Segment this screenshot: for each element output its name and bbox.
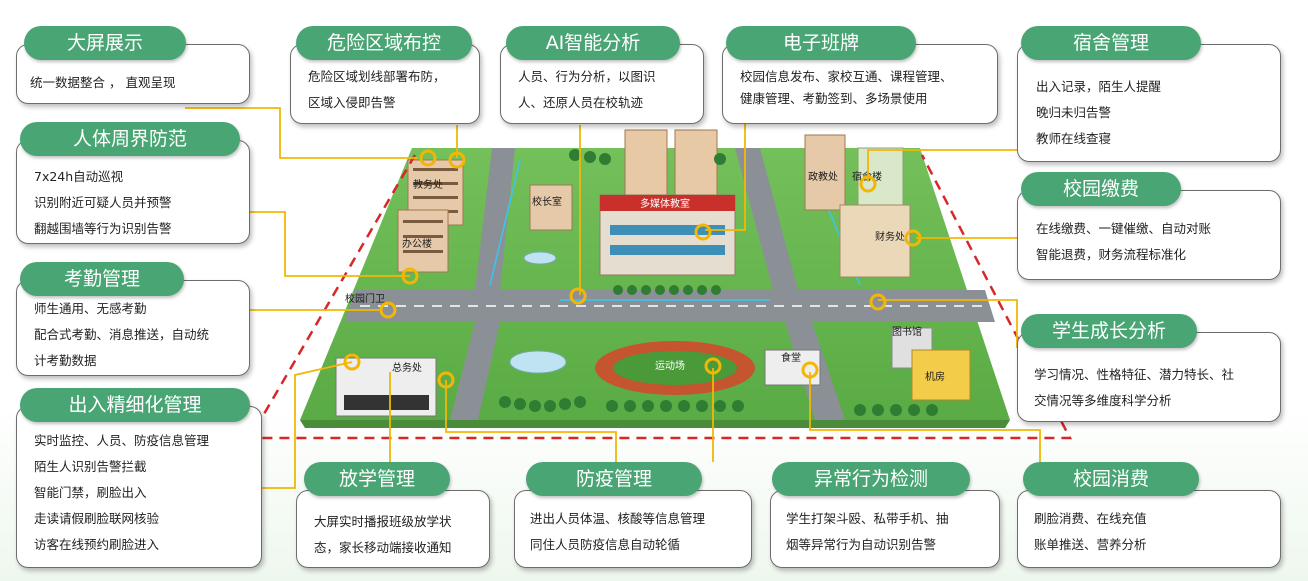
tree-row: [499, 149, 938, 416]
card-line: 危险区域划线部署布防，: [308, 69, 446, 84]
hotspot-markers: [343, 149, 922, 389]
card-title: 出入精细化管理: [20, 388, 250, 422]
label-tushuguan: 图书馆: [892, 325, 922, 338]
card-line: 师生通用、无感考勤: [34, 301, 147, 316]
sports-field: [595, 341, 755, 395]
card-title: 大屏展示: [24, 26, 186, 60]
building-jifang: [911, 349, 971, 401]
card-title: 放学管理: [304, 462, 450, 496]
road-left-vertical: [475, 148, 515, 290]
card-line: 学生打架斗殴、私带手机、抽: [786, 511, 949, 526]
card-line: 同住人员防疫信息自动轮循: [530, 537, 681, 552]
card-title: 防疫管理: [526, 462, 702, 496]
card-line: 健康管理、考勤签到、多场景使用: [740, 91, 928, 106]
building-bangong: [397, 209, 449, 273]
card-line: 交情况等多维度科学分析: [1034, 393, 1172, 408]
card-line: 学习情况、性格特征、潜力特长、社: [1034, 367, 1235, 382]
card-line: 在线缴费、一键催缴、自动对账: [1036, 221, 1212, 236]
label-zongwu: 总务处: [392, 361, 422, 374]
card-line: 智能退费，财务流程标准化: [1036, 247, 1187, 262]
building-duomeiti: [599, 194, 736, 276]
label-caiwu: 财务处: [875, 230, 905, 243]
card-title: 校园缴费: [1021, 172, 1181, 206]
card-line: 走读请假刷脸联网核验: [34, 511, 160, 526]
card-line: 账单推送、营养分析: [1034, 537, 1147, 552]
label-yundongchang: 运动场: [655, 359, 685, 372]
card-line: 人、还原人员在校轨迹: [518, 95, 644, 110]
fountain-small: [523, 251, 557, 265]
building-xiaozhang: [529, 184, 573, 231]
building-towers: [624, 129, 718, 206]
card-line: 烟等异常行为自动识别告警: [786, 537, 937, 552]
road-lower-left: [450, 322, 500, 420]
card-title: 宿舍管理: [1021, 26, 1201, 60]
card-title: 考勤管理: [20, 262, 184, 296]
card-line: 统一数据整合 ， 直观呈现: [30, 75, 176, 90]
card-line: 刷脸消费、在线充值: [1034, 511, 1147, 526]
card-line: 区域入侵即告警: [308, 95, 396, 110]
label-xiaozhang: 校长室: [532, 195, 562, 208]
card-title: 校园消费: [1023, 462, 1199, 496]
building-caiwu: [839, 204, 911, 278]
card-line: 进出人员体温、核酸等信息管理: [530, 511, 706, 526]
card-line: 校园信息发布、家校互通、课程管理、: [740, 69, 953, 84]
road-middle-vertical: [735, 148, 798, 290]
card-title: 危险区域布控: [296, 26, 472, 60]
campus-lawn-edge: [300, 420, 1010, 428]
card-title: 学生成长分析: [1021, 314, 1197, 348]
card-title: 异常行为检测: [772, 462, 970, 496]
card-line: 陌生人识别告警拦截: [34, 459, 147, 474]
road-light-line: [489, 159, 521, 286]
card-line: 大屏实时播报班级放学状: [314, 514, 452, 529]
card-line: 态，家长移动端接收通知: [314, 540, 452, 555]
perimeter-fence: [247, 154, 1073, 440]
card-title: 电子班牌: [726, 26, 916, 60]
leader-lines: [185, 107, 1041, 489]
label-shitang: 食堂: [781, 351, 801, 364]
card-title: 人体周界防范: [20, 122, 240, 156]
label-jiaowu: 教务处: [413, 178, 443, 191]
label-xiaomen: 校园门卫: [345, 292, 385, 305]
card-line: 翻越围墙等行为识别告警: [34, 221, 172, 236]
card-title: AI智能分析: [506, 26, 680, 60]
building-zhengjiao: [804, 134, 846, 211]
card-line: 配合式考勤、消息推送，自动统: [34, 327, 210, 342]
card-line: 识别附近可疑人员并预警: [34, 195, 172, 210]
label-duomeiti: 多媒体教室: [640, 197, 690, 210]
card-line: 7x24h自动巡视: [34, 169, 124, 184]
card-line: 计考勤数据: [34, 353, 97, 368]
card-line: 人员、行为分析，以图识: [518, 69, 656, 84]
label-bangong: 办公楼: [402, 237, 432, 250]
card-line: 晚归未归告警: [1036, 105, 1112, 120]
fountain: [509, 350, 567, 374]
label-zhengjiao: 政教处: [808, 170, 838, 183]
card-line: 教师在线查寝: [1036, 131, 1112, 146]
card-line: 访客在线预约刷脸进入: [34, 537, 160, 552]
card-line: 智能门禁，刷脸出入: [34, 485, 147, 500]
label-jifang: 机房: [925, 370, 945, 383]
card-line: 实时监控、人员、防疫信息管理: [34, 433, 210, 448]
card-line: 出入记录，陌生人提醒: [1036, 79, 1162, 94]
